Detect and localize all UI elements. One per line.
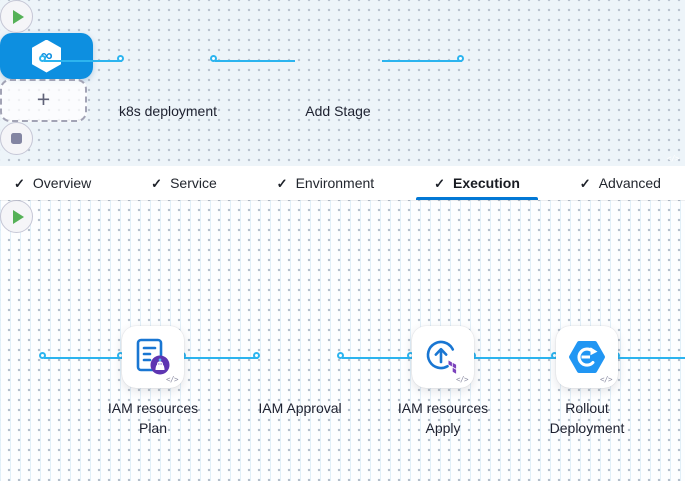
harness-cd-stage-icon: ∞ — [32, 39, 61, 73]
tab-label: Overview — [32, 175, 92, 191]
connector-dot[interactable] — [457, 55, 464, 62]
edge — [474, 357, 556, 359]
edge — [342, 357, 412, 359]
add-stage-label: Add Stage — [305, 103, 371, 119]
stage-label: k8s deployment — [118, 103, 218, 119]
terraform-apply-icon — [426, 340, 457, 374]
check-icon: ✓ — [276, 175, 288, 191]
check-icon: ✓ — [579, 175, 591, 191]
edge-start-to-stage — [44, 60, 122, 62]
step-label: IAM resources Plan — [107, 400, 199, 436]
code-view-icon[interactable]: </> — [455, 375, 469, 384]
tab-overview[interactable]: ✓ Overview — [14, 166, 91, 200]
check-icon: ✓ — [151, 175, 163, 191]
check-icon: ✓ — [14, 175, 25, 191]
play-icon — [12, 209, 24, 224]
connector-dot[interactable] — [39, 352, 46, 359]
terraform-plan-icon — [136, 338, 170, 375]
tab-label: Environment — [295, 175, 375, 191]
step-label: IAM resources Apply — [397, 400, 489, 436]
connector-dot[interactable] — [39, 55, 46, 62]
add-stage-button[interactable]: + — [0, 79, 87, 122]
code-view-icon[interactable]: </> — [165, 375, 179, 384]
stage-node-k8s-deployment[interactable]: ∞ </> — [0, 33, 680, 163]
k8s-rollout-icon — [569, 341, 605, 373]
edge-stage-to-addstage — [215, 60, 295, 62]
step-label: IAM Approval — [258, 400, 342, 416]
connector-dot[interactable] — [337, 352, 344, 359]
tab-advanced[interactable]: ✓ Advanced — [580, 166, 661, 200]
pipeline-end-node[interactable] — [0, 122, 33, 155]
plus-icon: + — [36, 86, 51, 112]
connector-dot[interactable] — [253, 352, 260, 359]
tab-environment[interactable]: ✓ Environment — [277, 166, 375, 200]
connector-dot[interactable] — [117, 55, 124, 62]
tab-service[interactable]: ✓ Service — [151, 166, 217, 200]
stage-config-tabbar: ✓ Overview ✓ Service ✓ Environment ✓ Exe… — [0, 166, 685, 200]
tab-label: Execution — [452, 175, 520, 191]
code-view-icon[interactable]: </> — [599, 375, 613, 384]
step-node-iam-resources-plan[interactable]: </> — [122, 326, 184, 388]
play-icon — [12, 9, 24, 24]
execution-graph-canvas[interactable]: </> IAM resources Plan IAM Approval — [0, 200, 685, 481]
pipeline-start-node[interactable] — [0, 0, 33, 33]
check-icon: ✓ — [434, 175, 445, 191]
code-view-icon[interactable]: </> — [666, 154, 680, 163]
step-node-rollout-deployment[interactable]: </> — [556, 326, 618, 388]
edge-addstage-to-end — [382, 60, 462, 62]
edge — [184, 357, 258, 359]
stage-graph-canvas[interactable]: ∞ </> k8s deployment + Add Stage — [0, 0, 685, 166]
edge-trailing — [618, 357, 685, 359]
tab-label: Service — [170, 175, 217, 191]
edge — [44, 357, 122, 359]
step-label: Rollout Deployment — [549, 400, 625, 436]
tab-label: Advanced — [598, 175, 661, 191]
stop-icon — [11, 133, 22, 144]
step-node-iam-resources-apply[interactable]: </> — [412, 326, 474, 388]
connector-dot[interactable] — [210, 55, 217, 62]
tab-execution[interactable]: ✓ Execution — [416, 166, 538, 200]
execution-start-node[interactable] — [0, 200, 33, 233]
